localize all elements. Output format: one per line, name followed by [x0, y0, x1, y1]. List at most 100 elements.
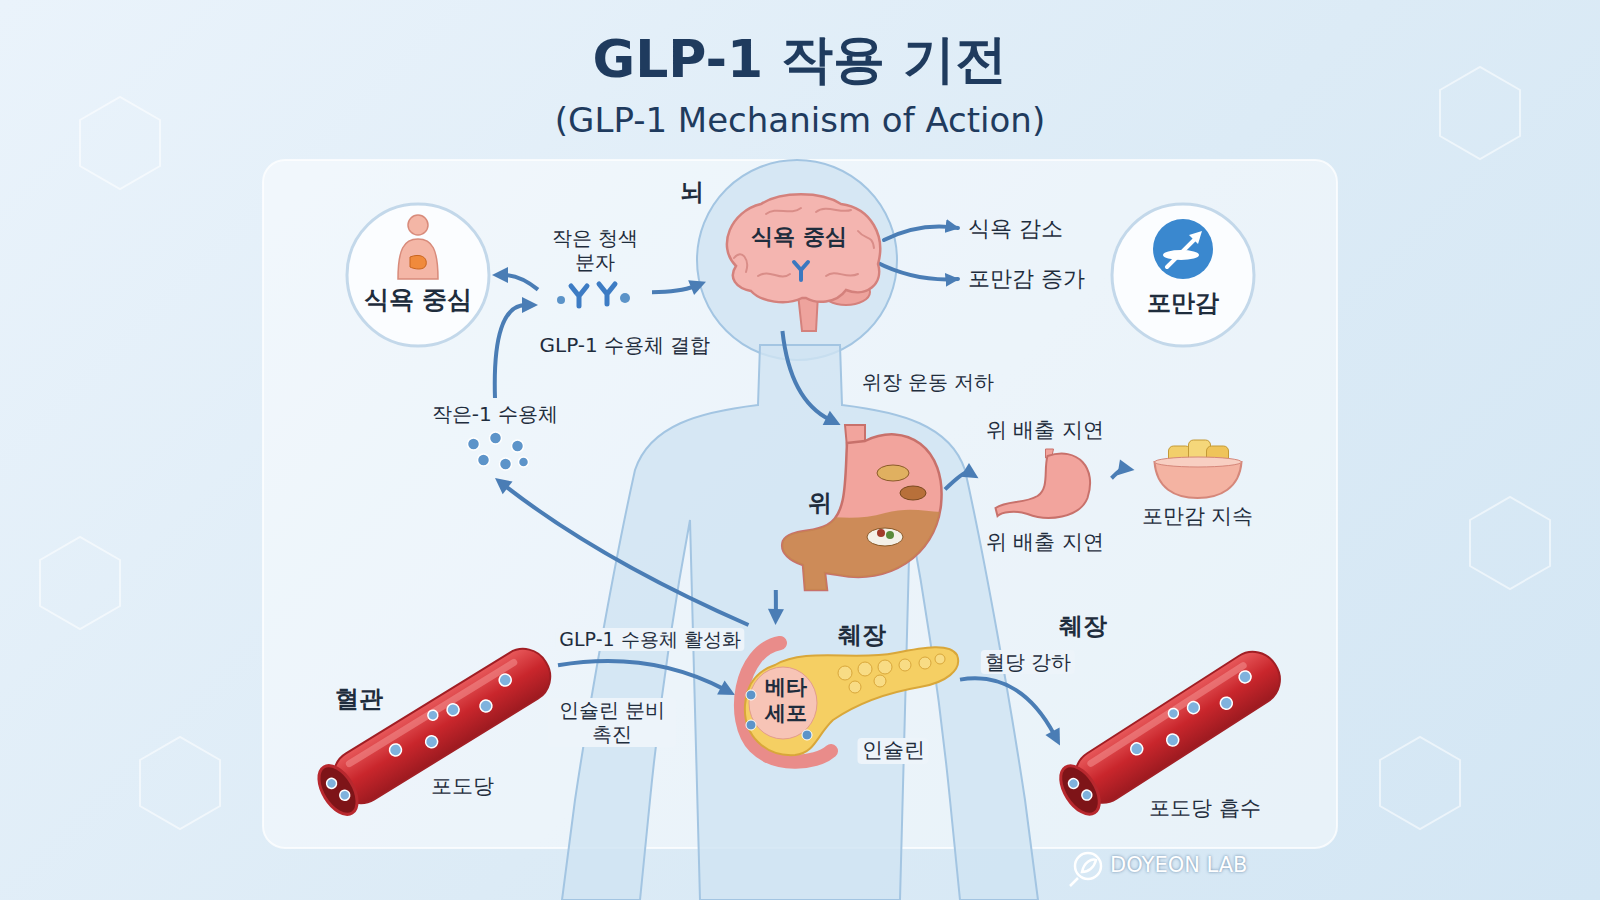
pancreas-drawing-part-part — [874, 675, 886, 687]
body-silhouette-part — [562, 345, 1038, 900]
body-silhouette-part — [697, 160, 897, 360]
arrow-head — [717, 680, 735, 695]
arrow-line — [782, 331, 829, 420]
dot-cluster-part — [467, 432, 528, 470]
person-icon — [398, 215, 438, 279]
brain: 뇌식욕 중심 — [706, 186, 888, 331]
organ-heading: 뇌 — [680, 178, 704, 207]
hexagon-pattern-part — [80, 97, 160, 189]
pancreas-drawing-part-part — [802, 730, 812, 740]
molecule-drawing-part — [620, 293, 630, 303]
satiety-icon-part — [1189, 231, 1202, 244]
flow-arrow — [492, 267, 538, 290]
molecule-drawing-part-part — [571, 286, 587, 306]
flow-arrow — [945, 463, 979, 489]
stomach-drawing — [765, 425, 945, 590]
pancreas-drawing-part — [838, 654, 945, 693]
brain-label: 식욕 중심 — [751, 224, 847, 251]
organ-heading: 췌장 — [1059, 612, 1107, 641]
vessel-drawing-part-part-part — [338, 788, 352, 802]
hexagon-pattern-part — [140, 737, 220, 829]
vessel-drawing-part-part — [1124, 663, 1261, 767]
brain-drawing — [706, 186, 888, 331]
vessel-drawing-part-part-part — [1128, 741, 1145, 758]
edge-label: 혈당 강하 — [981, 650, 1075, 674]
circle-badge-part — [347, 204, 489, 346]
beta-cell-label: 베타 세포 — [761, 675, 811, 726]
arrow-line — [504, 275, 538, 290]
molecule-drawing-part — [557, 296, 565, 304]
arrow-line — [495, 305, 526, 398]
vessel-label: 포도당 흡수 — [1149, 796, 1261, 822]
bowl-drawing-part — [1154, 457, 1241, 467]
stomach-drawing-part-part — [900, 486, 926, 500]
stomach: 위 — [765, 425, 945, 590]
arrow-head — [688, 280, 706, 295]
watermark-logo-part — [1070, 878, 1078, 886]
pancreas-drawing-part-part — [838, 666, 852, 680]
effect-label: 포만감 증가 — [968, 266, 1085, 293]
vessel-drawing-part-part — [1086, 661, 1248, 768]
arrow-head — [823, 411, 841, 425]
blood-vessel: 포도당 흡수 — [1060, 640, 1295, 825]
vessel-drawing-part-part-part — [478, 698, 495, 715]
arrow-head — [961, 463, 979, 478]
circle-badge-part — [1112, 204, 1254, 346]
vessel-drawing-part-part-part — [1067, 777, 1081, 791]
flow-arrow — [558, 661, 735, 695]
vessel-drawing-part-part-part — [325, 777, 339, 791]
stomach-drawing-part-part — [765, 510, 955, 595]
flow-arrow — [782, 331, 840, 425]
flow-arrow — [960, 678, 1060, 745]
hexagon-pattern-part — [1380, 737, 1460, 829]
vessel-drawing-part-part — [324, 639, 560, 813]
vessel-drawing-part-part-part — [1185, 699, 1202, 716]
edge-label: GLP-1 수용체 결합 — [540, 333, 711, 357]
effect-arrow — [876, 227, 958, 280]
vessel-drawing-part-part-part — [497, 672, 514, 689]
stomach-drawing-part-part — [867, 528, 903, 546]
arrow-line — [558, 661, 724, 689]
dots-label: 작은-1 수용체 — [432, 402, 558, 426]
vessel-drawing-part-part-part — [387, 742, 404, 759]
stomach-drawing-part-part — [877, 529, 885, 537]
hexagon-pattern-part — [40, 537, 120, 629]
dot-cluster-part-part — [489, 432, 501, 444]
pancreas-drawing-part-part — [878, 660, 892, 674]
dot-cluster-part-part — [511, 440, 523, 452]
pancreas-drawing-part-part — [935, 654, 945, 664]
organ-heading: 췌장 — [838, 621, 886, 650]
dot-cluster-part-part — [499, 458, 511, 470]
arrow-line — [504, 485, 748, 625]
vessel-drawing-part-part — [1053, 759, 1107, 821]
small-stomach-drawing-part — [995, 454, 1090, 518]
vessel-drawing-part-part — [1067, 774, 1094, 805]
vessel-drawing-part-part-part — [426, 708, 440, 722]
watermark-logo — [1070, 853, 1101, 886]
body-silhouette — [562, 160, 1038, 900]
pancreas-drawing-part — [749, 667, 817, 739]
satiety-icon-part — [1153, 219, 1213, 279]
molecule-drawing-part — [571, 284, 615, 306]
receptor-dots: 작은-1 수용체 — [425, 398, 566, 478]
flow-arrow — [495, 297, 538, 398]
arrow-head — [492, 267, 508, 283]
vessel-drawing-part-part — [325, 774, 352, 805]
effect-arrow-part — [884, 227, 958, 241]
arrow-line — [652, 286, 695, 292]
vessel-label: 포도당 — [431, 774, 494, 800]
flow-arrow — [652, 280, 706, 295]
circle-label: 식욕 중심 — [364, 285, 473, 316]
vessel-drawing-part-part-part — [1164, 732, 1181, 749]
brain-drawing-part-part — [816, 209, 851, 212]
dot-cluster-part-part — [477, 454, 489, 466]
dot-cluster-part-part — [518, 457, 528, 467]
vessel-drawing-part-part-part — [1218, 695, 1235, 712]
vessel-drawing-part-part-part — [1080, 788, 1094, 802]
vessel-drawing-part — [311, 639, 560, 821]
effect-label: 식욕 감소 — [968, 216, 1063, 243]
appetite-circle: 식욕 중심 — [344, 201, 492, 349]
circle-label: 포만감 — [1147, 289, 1219, 318]
molecule-group: 작은 청색 분자 — [538, 226, 652, 312]
vessel-drawing-part-part-part — [423, 734, 440, 751]
